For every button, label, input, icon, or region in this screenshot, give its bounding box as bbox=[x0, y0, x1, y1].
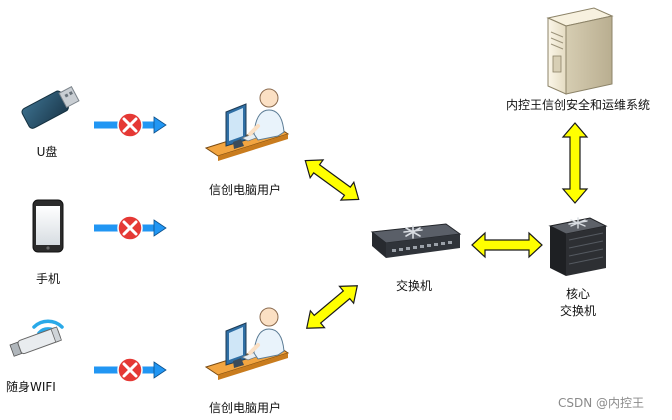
user-bottom-label: 信创电脑用户 bbox=[208, 401, 282, 415]
double-arrow bbox=[471, 231, 543, 259]
user-top-label: 信创电脑用户 bbox=[208, 183, 282, 197]
phone-label: 手机 bbox=[35, 272, 61, 286]
double-arrow bbox=[305, 285, 359, 329]
core-switch-label-line2: 交换机 bbox=[559, 304, 597, 318]
user-computer-icon bbox=[204, 87, 290, 163]
server-icon bbox=[546, 7, 614, 95]
double-arrow bbox=[304, 159, 360, 201]
switch-icon bbox=[370, 223, 462, 258]
core-switch-icon bbox=[548, 217, 608, 276]
wifi-icon bbox=[9, 319, 64, 357]
double-arrow bbox=[561, 122, 589, 204]
blocked-icon bbox=[92, 214, 168, 242]
server-label: 内控王信创安全和运维系统 bbox=[505, 98, 651, 112]
usb-label: U盘 bbox=[36, 145, 58, 159]
blocked-icon bbox=[92, 356, 168, 384]
usb-drive-icon bbox=[21, 86, 80, 129]
user-computer-icon bbox=[204, 306, 290, 382]
blocked-icon bbox=[92, 111, 168, 139]
wifi-label: 随身WIFI bbox=[6, 380, 56, 394]
phone-icon bbox=[32, 199, 64, 253]
switch-label: 交换机 bbox=[395, 279, 433, 293]
core-switch-label-line1: 核心 bbox=[565, 287, 591, 301]
watermark: CSDN @内控王 bbox=[558, 396, 645, 410]
